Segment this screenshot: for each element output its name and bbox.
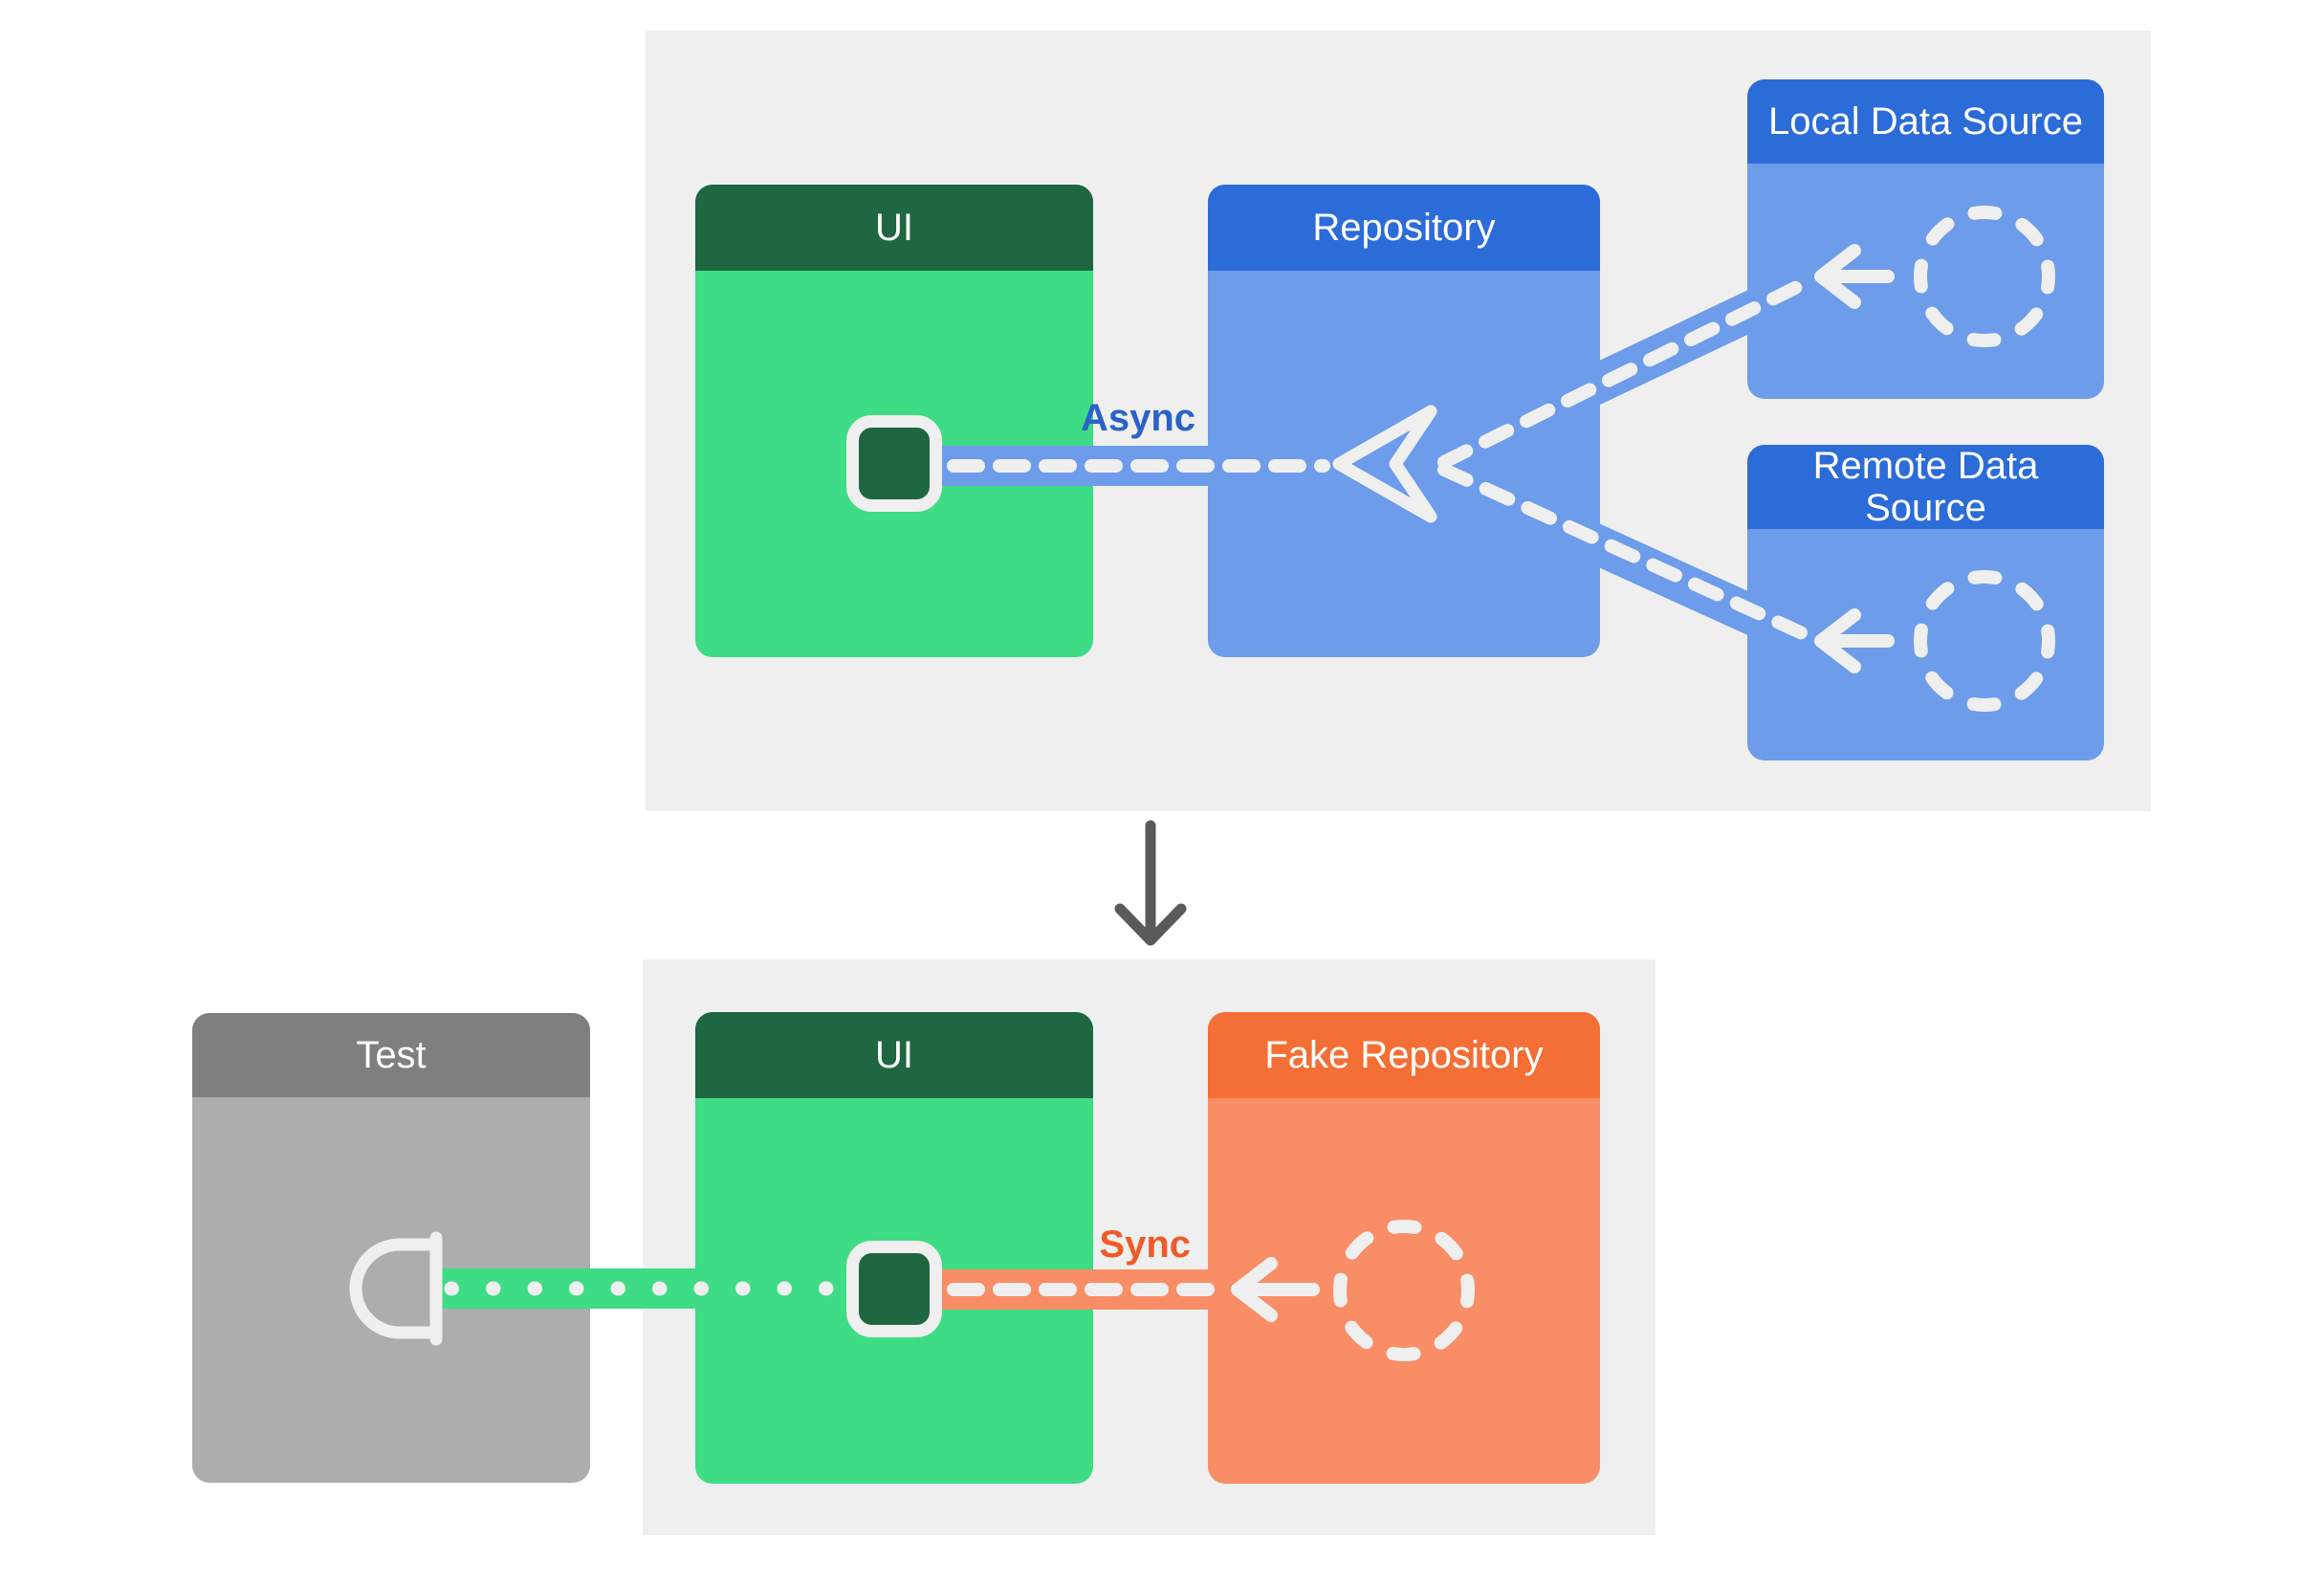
- fake-repository-title: Fake Repository: [1264, 1034, 1544, 1076]
- repository-card-header: Repository: [1208, 185, 1600, 271]
- async-label: Async: [1080, 397, 1195, 439]
- sync-label: Sync: [1099, 1223, 1191, 1266]
- remote-data-source-header: Remote Data Source: [1747, 445, 2104, 529]
- ui-card-bottom-header: UI: [695, 1012, 1093, 1098]
- test-card-title: Test: [356, 1034, 427, 1076]
- fake-repository-card: Fake Repository: [1208, 1012, 1600, 1484]
- down-arrow-icon: [1114, 820, 1187, 946]
- test-card: Test: [192, 1013, 590, 1483]
- repository-card: Repository: [1208, 185, 1600, 657]
- ui-card-top-header: UI: [695, 185, 1093, 271]
- remote-data-source-card: Remote Data Source: [1747, 445, 2104, 760]
- ui-card-top-title: UI: [875, 207, 913, 249]
- test-card-header: Test: [192, 1013, 590, 1097]
- local-data-source-header: Local Data Source: [1747, 79, 2104, 164]
- local-data-source-title: Local Data Source: [1767, 100, 2084, 143]
- repository-card-title: Repository: [1312, 207, 1496, 249]
- ui-card-bottom-title: UI: [875, 1034, 913, 1076]
- ui-card-top: UI: [695, 185, 1093, 657]
- local-data-source-card: Local Data Source: [1747, 79, 2104, 399]
- fake-repository-header: Fake Repository: [1208, 1012, 1600, 1098]
- remote-data-source-title: Remote Data Source: [1812, 445, 2039, 529]
